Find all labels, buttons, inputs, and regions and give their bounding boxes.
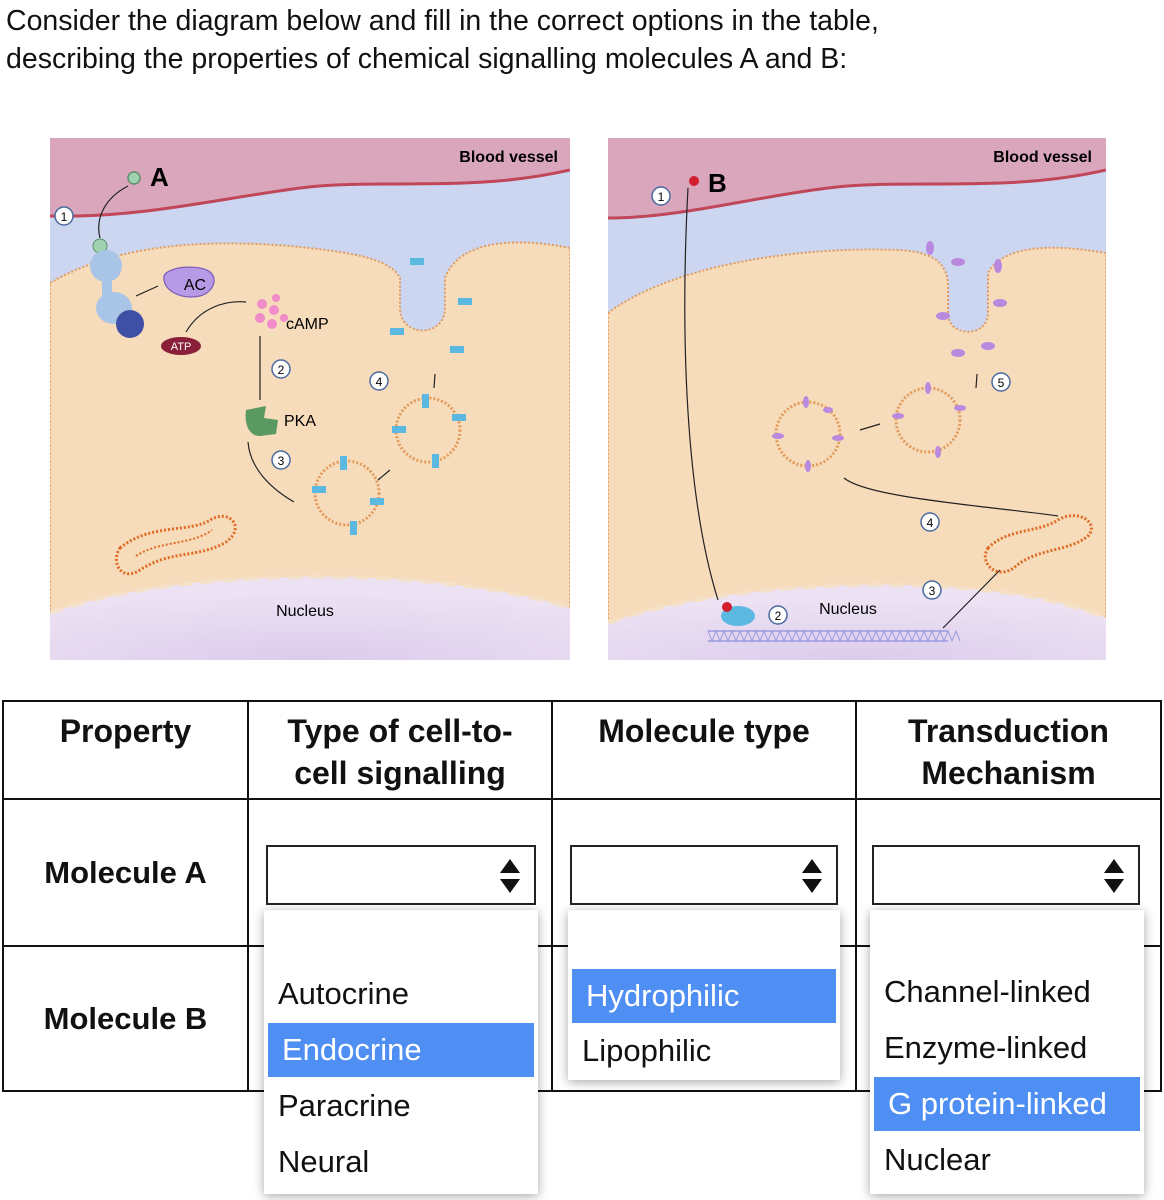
nuclear-envelope-b <box>608 582 1106 625</box>
dna-helix <box>707 629 961 643</box>
select-arrows-icon <box>1104 859 1124 893</box>
transduction-select[interactable] <box>872 845 1140 905</box>
option-paracrine[interactable]: Paracrine <box>278 1088 411 1123</box>
atp-blob <box>161 337 201 355</box>
molecule-type-select[interactable] <box>570 845 838 905</box>
option-endocrine[interactable]: Endocrine <box>268 1023 534 1077</box>
step-1-marker <box>54 206 74 226</box>
vesicle-2 <box>392 394 466 468</box>
step-1-label: 1 <box>61 210 68 224</box>
camp-label: cAMP <box>286 316 329 333</box>
step-4-marker <box>369 371 389 391</box>
blood-vessel-wall-b <box>608 168 1106 220</box>
step-3-label-b: 3 <box>929 584 936 598</box>
option-enzyme-linked[interactable]: Enzyme-linked <box>884 1030 1088 1065</box>
blood-vessel <box>50 138 570 217</box>
step-2-marker <box>271 359 291 379</box>
step-5-marker-b <box>991 372 1011 392</box>
signalling-dropdown-list: Autocrine Endocrine Paracrine Neural <box>264 910 538 1194</box>
vesicle-b-2 <box>892 382 966 458</box>
step-1-label-b: 1 <box>658 190 665 204</box>
vesicle-arrow-2 <box>433 373 436 389</box>
membrane-proteins-b <box>926 241 1007 357</box>
question-line-1: Consider the diagram below and fill in t… <box>6 5 879 37</box>
transduction-dropdown-list: Channel-linked Enzyme-linked G protein-l… <box>870 910 1144 1194</box>
row-label-molecule-b: Molecule B <box>2 945 249 1092</box>
cell-membrane-b <box>608 246 1106 660</box>
question-line-2: describing the properties of chemical si… <box>6 43 848 75</box>
step1-arrow <box>98 185 129 239</box>
molecule-type-dropdown-list: Hydrophilic Lipophilic <box>568 910 840 1080</box>
step4-arrow-b <box>843 477 1059 517</box>
diagram-b-svg: Nucleus 2 Blood vessel B 1 3 4 5 <box>608 138 1106 660</box>
option-lipophilic[interactable]: Lipophilic <box>582 1033 712 1068</box>
step-2-label-b: 2 <box>775 609 782 623</box>
vesicle-1 <box>312 456 384 535</box>
select-arrows-icon <box>500 859 520 893</box>
blood-vessel-label: Blood vessel <box>459 149 558 166</box>
step-3-label: 3 <box>278 454 285 468</box>
pka-arrow <box>247 441 295 503</box>
blood-vessel-label-b: Blood vessel <box>993 149 1092 166</box>
golgi-apparatus-b <box>983 514 1093 574</box>
table-header-row: Property Type of cell-to-cell signalling… <box>2 700 1162 800</box>
step-5-label-b: 5 <box>998 376 1005 390</box>
select-arrows-icon <box>802 859 822 893</box>
step-3-marker <box>271 450 291 470</box>
step1-arrow-b <box>684 187 719 601</box>
option-neural[interactable]: Neural <box>278 1144 370 1179</box>
nucleus <box>50 576 570 660</box>
option-g-protein-linked[interactable]: G protein-linked <box>874 1077 1140 1131</box>
camp-cluster <box>255 294 288 329</box>
membrane-proteins-a <box>390 258 472 353</box>
header-molecule-type: Molecule type <box>551 700 857 800</box>
adenylyl-cyclase <box>163 266 215 298</box>
molecule-a-label: A <box>150 162 169 192</box>
step-4-label: 4 <box>376 375 383 389</box>
option-hydrophilic[interactable]: Hydrophilic <box>572 969 836 1023</box>
header-property: Property <box>2 700 249 800</box>
diagram-molecule-a: Nucleus Blood vessel A 1 AC ATP cAMP 2 P… <box>50 138 570 660</box>
molecule-b-dot <box>689 176 699 186</box>
pka-protein <box>245 406 278 436</box>
ac-label: AC <box>184 277 206 294</box>
signalling-select[interactable] <box>266 845 536 905</box>
header-signalling: Type of cell-to-cell signalling <box>247 700 553 800</box>
vesicle-arrow-1 <box>377 469 391 481</box>
step-4-label-b: 4 <box>927 516 934 530</box>
option-autocrine[interactable]: Autocrine <box>278 976 409 1011</box>
atp-arrow <box>185 301 247 333</box>
vesicle-arrow-b2 <box>975 373 978 389</box>
vesicle-arrow-b <box>859 423 881 431</box>
golgi-apparatus <box>114 514 237 576</box>
step-1-marker-b <box>651 186 671 206</box>
option-nuclear[interactable]: Nuclear <box>884 1142 991 1177</box>
option-channel-linked[interactable]: Channel-linked <box>884 974 1091 1009</box>
question-text: Consider the diagram below and fill in t… <box>6 2 1156 78</box>
step3-arrow-b <box>942 569 1001 629</box>
pka-label: PKA <box>284 413 316 430</box>
step-3-marker-b <box>922 580 942 600</box>
row-label-molecule-a: Molecule A <box>2 798 249 947</box>
diagram-molecule-b: Nucleus 2 Blood vessel B 1 3 4 5 <box>608 138 1106 660</box>
step-2-marker-b <box>768 605 788 625</box>
atp-label: ATP <box>171 341 192 353</box>
step-4-marker-b <box>920 512 940 532</box>
bound-molecule-b <box>722 602 732 612</box>
diagram-a-svg: Nucleus Blood vessel A 1 AC ATP cAMP 2 P… <box>50 138 570 660</box>
receptor-extracellular <box>90 250 122 282</box>
blood-vessel-b <box>608 138 1106 218</box>
blood-vessel-wall <box>50 168 570 218</box>
nucleus-label: Nucleus <box>276 603 334 620</box>
molecule-a-dot <box>127 171 141 185</box>
receptor-transmembrane <box>102 278 112 296</box>
molecule-b-label: B <box>708 168 727 198</box>
step-2-label: 2 <box>278 363 285 377</box>
g-protein-arrow <box>135 285 159 297</box>
vesicle-b-1 <box>772 396 844 472</box>
nucleus-label-b: Nucleus <box>819 601 877 618</box>
g-protein <box>116 310 144 338</box>
golgi-inner <box>135 529 213 557</box>
